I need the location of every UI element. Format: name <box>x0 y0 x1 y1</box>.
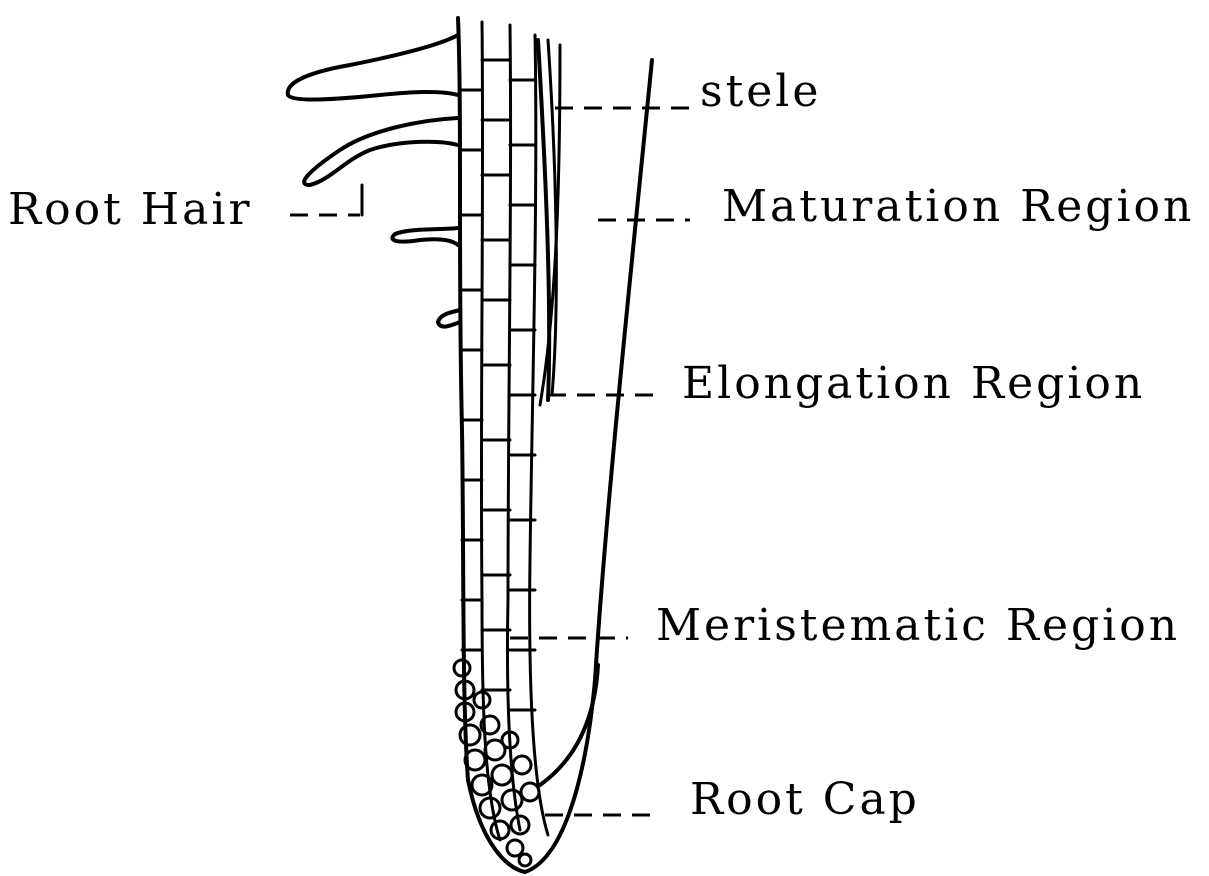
meristematic-region-label: Meristematic Region <box>656 604 1180 648</box>
leader-lines <box>290 108 690 815</box>
stele-label: stele <box>700 70 821 114</box>
root-hairs <box>288 35 460 327</box>
cell-walls <box>462 60 535 710</box>
elongation-region-label: Elongation Region <box>682 362 1145 406</box>
root-hair-label: Root Hair <box>8 188 253 232</box>
maturation-region-label: Maturation Region <box>722 185 1194 229</box>
root-cap-label: Root Cap <box>690 778 920 822</box>
